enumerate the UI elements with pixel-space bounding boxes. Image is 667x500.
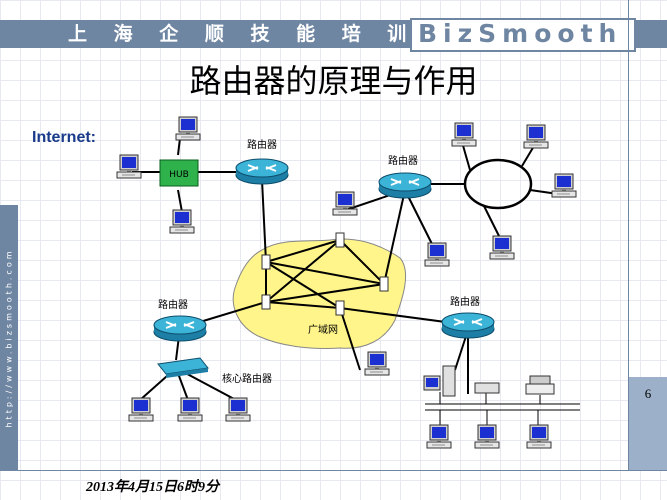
printer (525, 375, 555, 395)
router-label-2: 路由器 (388, 154, 418, 167)
pc-switch-3 (225, 397, 251, 422)
page-number: 6 (644, 386, 652, 401)
router-top-right (378, 172, 432, 199)
print-server (474, 382, 500, 394)
server (423, 365, 456, 397)
pc-router-right-2 (424, 242, 450, 267)
router-bottom-left (153, 315, 207, 342)
router-top-left (235, 158, 289, 185)
pc-ring-4 (489, 235, 515, 260)
core-node-2 (261, 294, 271, 310)
slide-title: 路由器的原理与作用 (189, 62, 478, 100)
pc-hub-top (175, 116, 201, 141)
footer-divider (0, 470, 667, 471)
core-router-label: 核心路由器 (222, 372, 272, 385)
lan-bus (425, 392, 580, 425)
page-number-tab (629, 377, 667, 470)
core-node-4 (379, 276, 389, 292)
hub-label: HUB (169, 170, 189, 180)
pc-bus-2 (474, 424, 500, 449)
pc-ring-2 (523, 124, 549, 149)
slide-date: 2013年4月15日6时9分 (86, 480, 219, 495)
pc-hub-bottom (169, 209, 195, 234)
pc-router-right-1 (332, 191, 358, 216)
pc-switch-2 (177, 397, 203, 422)
core-node-1 (261, 254, 271, 270)
pc-wan (364, 351, 390, 376)
school-name: 上 海 企 顺 技 能 培 训 学 校 (68, 23, 508, 45)
pc-ring-3 (551, 173, 577, 198)
pc-switch-1 (128, 397, 154, 422)
core-node-5 (335, 300, 345, 316)
pc-ring-1 (451, 122, 477, 147)
router-label-3: 路由器 (158, 298, 188, 311)
wan-label: 广域网 (308, 323, 338, 336)
bizsmooth-logo: BizSmooth (418, 19, 623, 48)
pc-bus-1 (426, 424, 452, 449)
core-node-3 (335, 232, 345, 248)
router-label-4: 路由器 (450, 295, 480, 308)
right-divider (628, 0, 629, 470)
router-bottom-right (441, 312, 495, 339)
side-strip (0, 205, 18, 470)
internet-label: Internet: (32, 129, 96, 146)
pc-bus-3 (526, 424, 552, 449)
logo-frame (410, 18, 636, 52)
router-label-1: 路由器 (247, 138, 277, 151)
hub (159, 159, 199, 187)
pc-hub-left (116, 154, 142, 179)
lan-switch (157, 357, 209, 378)
